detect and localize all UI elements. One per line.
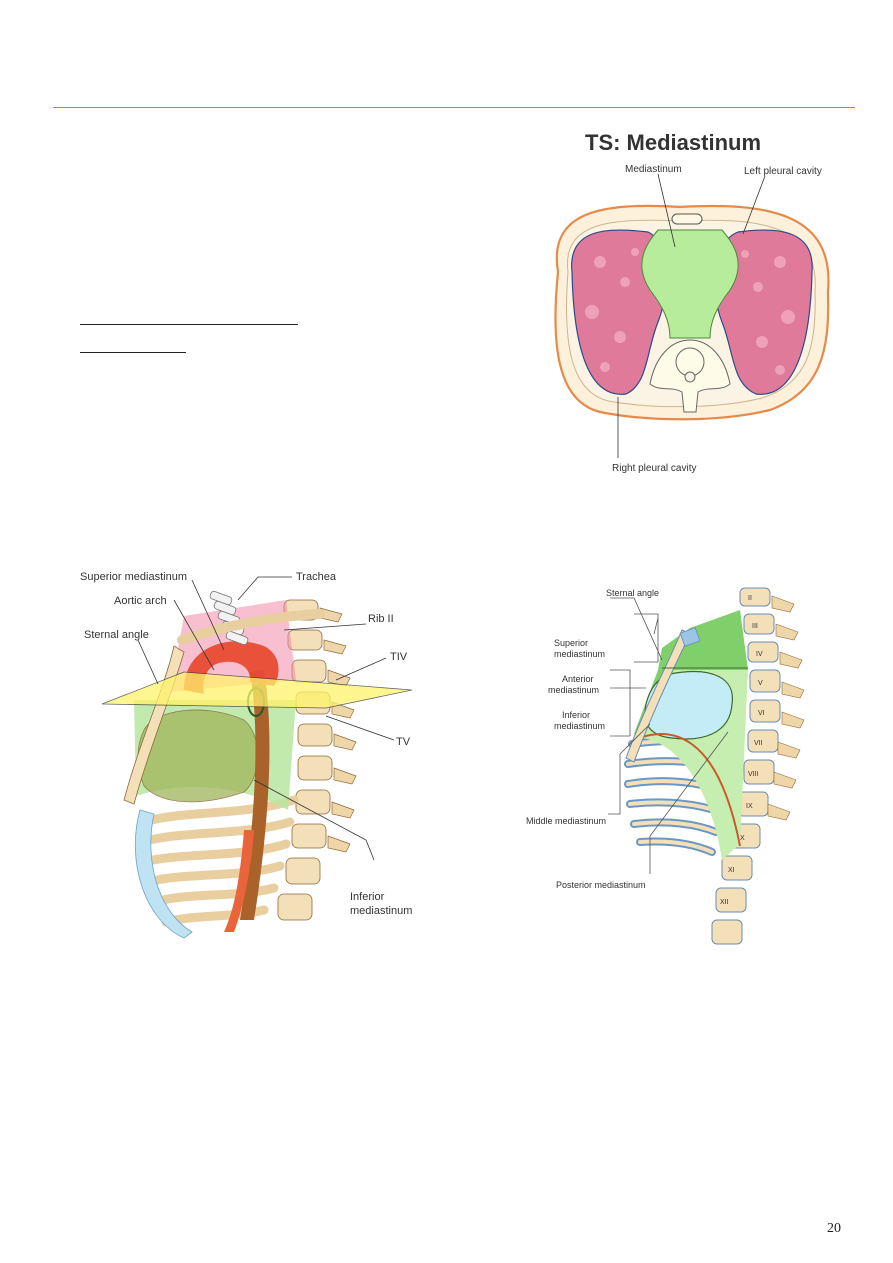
label-posterior-mediastinum: Posterior mediastinum [556, 880, 646, 890]
label-mediastinum: Mediastinum [625, 164, 682, 175]
leader-lines [137, 576, 395, 861]
diaphragm [633, 733, 741, 847]
sternum [671, 213, 703, 225]
lung-texture [585, 248, 795, 375]
sternum [625, 629, 691, 763]
vertebra-label: V [758, 680, 763, 687]
label-rib-ii: Rib II [368, 613, 394, 625]
label-inferior-line2: mediastinum [350, 905, 412, 917]
manubrium-cartilage [679, 627, 701, 647]
label-tv: TV [396, 736, 411, 748]
figure-title: TS: Mediastinum [585, 130, 761, 155]
sternal-angle-plane [101, 671, 413, 709]
costal-cartilage [134, 809, 193, 939]
ribs [137, 795, 299, 927]
vertebra-label: IV [756, 651, 763, 658]
vertebra-label: XI [728, 867, 735, 874]
vertebra-numerals: II III IV V VI VII VIII IX X XI XII [720, 595, 765, 906]
vertebra-label: X [740, 835, 745, 842]
label-right-pleural-cavity: Right pleural cavity [612, 463, 696, 474]
label-left-pleural-cavity: Left pleural cavity [744, 166, 822, 177]
vertebra-label: II [748, 595, 752, 602]
spinal-canal [684, 371, 696, 383]
page-number: 20 [827, 1221, 841, 1236]
lateral-mediastinum-figure: Superior mediastinum Trachea Aortic arch… [80, 571, 413, 939]
mediastinum-divisions-figure: II III IV V VI VII VIII IX X XI XII [526, 587, 805, 945]
leader-lines [608, 597, 729, 874]
label-superior-mediastinum: Superior mediastinum [80, 571, 187, 583]
label-trachea: Trachea [296, 571, 337, 583]
label-sternal-angle: Sternal angle [84, 629, 149, 641]
vertebra-label: III [752, 623, 758, 630]
descending-aorta [240, 670, 270, 920]
header-rule [53, 107, 855, 108]
label-tiv: TIV [390, 651, 408, 663]
label-anterior-2: mediastinum [548, 685, 599, 695]
label-inferior-line1: Inferior [350, 891, 385, 903]
inferior-vena-cava [224, 830, 254, 932]
label-sternal-angle: Sternal angle [606, 588, 659, 598]
vertebral-column [711, 587, 781, 945]
label-superior-1: Superior [554, 638, 588, 648]
vertebra-label: IX [746, 803, 753, 810]
vertebra-label: VIII [748, 771, 759, 778]
leader-mediastinum [657, 173, 676, 248]
ts-mediastinum-figure: TS: Mediastinum Mediastinum Left pleural… [554, 130, 830, 474]
label-superior-2: mediastinum [554, 649, 605, 659]
blank-line-1 [80, 324, 298, 325]
leader-left-pleural [742, 175, 766, 235]
rib-ii [177, 609, 325, 645]
vertebra-label: VII [754, 740, 763, 747]
mediastinum-region [641, 229, 739, 339]
label-inferior-1: Inferior [562, 710, 590, 720]
vertebra-label: VI [758, 710, 765, 717]
label-anterior-1: Anterior [562, 674, 594, 684]
vertebra-label: XII [720, 899, 729, 906]
label-aortic-arch: Aortic arch [114, 595, 167, 607]
left-lung [714, 229, 813, 395]
label-middle-mediastinum: Middle mediastinum [526, 816, 606, 826]
spinous-processes [319, 607, 357, 853]
blank-line-2 [80, 352, 186, 353]
spinous-processes [767, 595, 805, 821]
label-inferior-2: mediastinum [554, 721, 605, 731]
